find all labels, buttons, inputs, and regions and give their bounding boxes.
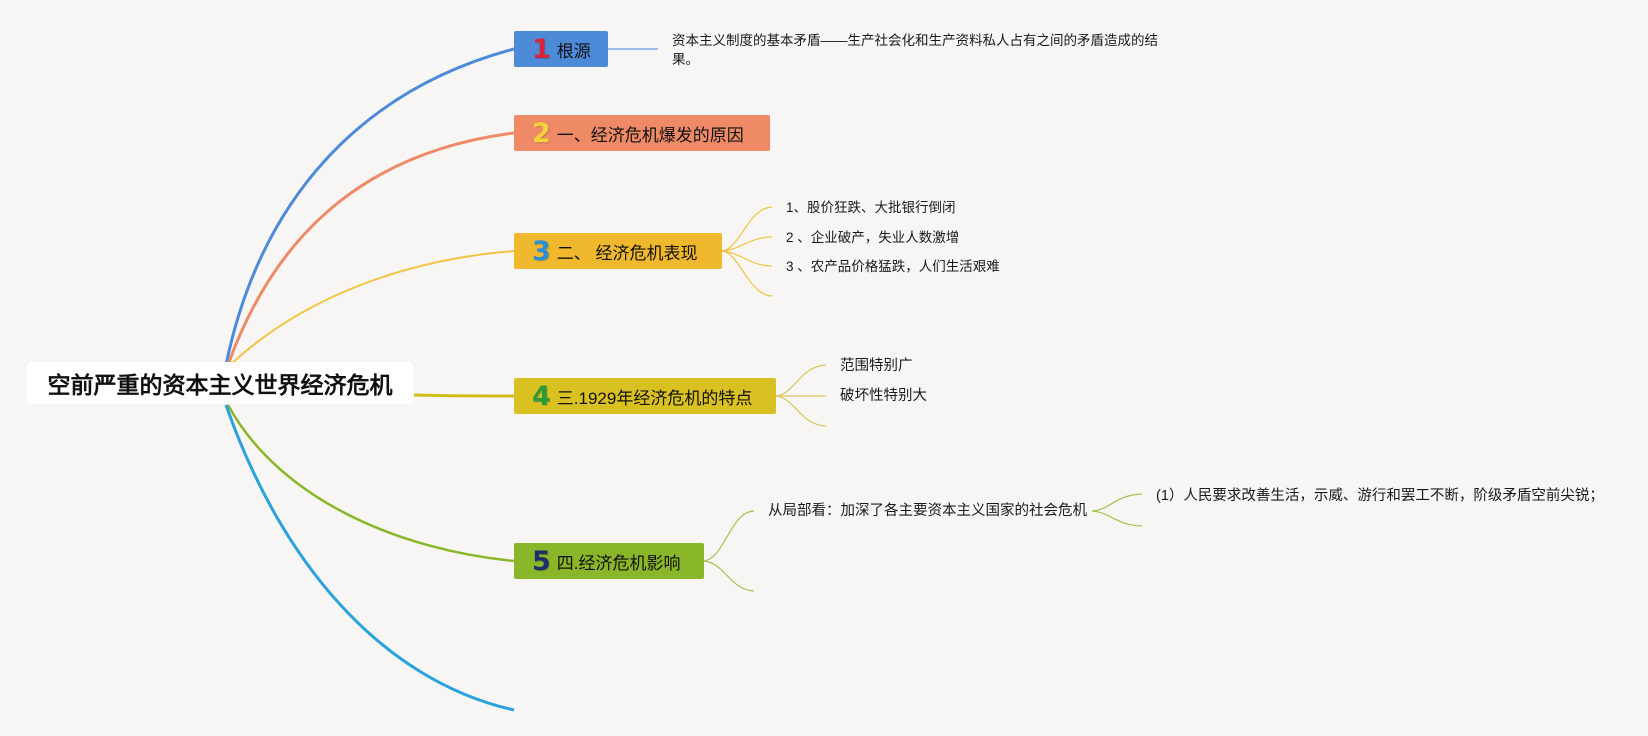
- leaf-impact-local[interactable]: 从局部看：加深了各主要资本主义国家的社会危机: [768, 503, 1087, 519]
- branch-number-3: 3: [532, 235, 551, 267]
- leaf-manifestation-2[interactable]: 2 、企业破产，失业人数激增: [786, 230, 960, 245]
- connector-branch4-leaf3: [775, 395, 827, 427]
- branch-node-4[interactable]: 4 三.1929年经济危机的特点: [514, 378, 776, 414]
- connector-root-branch1: [224, 47, 515, 366]
- leaf-characteristic-2[interactable]: 破坏性特别大: [840, 388, 927, 404]
- branch-node-1[interactable]: 1 根源: [514, 31, 608, 67]
- connector-branch3-leaf1: [721, 206, 773, 252]
- branch-node-2[interactable]: 2 一、经济危机爆发的原因: [514, 115, 770, 151]
- connector-root-branch2: [226, 131, 515, 366]
- branch-label-5: 四.经济危机影响: [556, 553, 681, 573]
- connector-branch3-leaf2: [721, 236, 773, 252]
- leaf-manifestation-1[interactable]: 1、股价狂跌、大批银行倒闭: [786, 200, 956, 215]
- connector-branch5-leaf1: [703, 510, 755, 562]
- leaf-root-cause[interactable]: 资本主义制度的基本矛盾——生产社会化和生产资料私人占有之间的矛盾造成的结果。: [672, 33, 1158, 67]
- branch-node-5[interactable]: 5 四.经济危机影响: [514, 543, 704, 579]
- branch-label-4: 三.1929年经济危机的特点: [556, 388, 753, 408]
- root-title: 空前严重的资本主义世界经济危机: [47, 372, 393, 398]
- connector-root-branch5: [226, 404, 515, 563]
- root-node[interactable]: 空前严重的资本主义世界经济危机: [26, 362, 414, 404]
- connector-root-branch3: [229, 250, 515, 366]
- branch-label-3: 二、 经济危机表现: [556, 243, 698, 263]
- connector-impact-detail1: [1091, 493, 1143, 512]
- branch-label-1: 根源: [556, 41, 591, 61]
- branch-number-2: 2: [532, 117, 551, 149]
- leaf-impact-detail[interactable]: (1）人民要求改善生活，示威、游行和罢工不断，阶级矛盾空前尖锐；: [1156, 488, 1604, 504]
- leaf-manifestation-3[interactable]: 3 、农产品价格猛跌，人们生活艰难: [786, 259, 1000, 274]
- connector-root-branch4: [413, 393, 515, 398]
- connector-impact-detail2: [1091, 510, 1143, 527]
- connector-branch3-leaf4: [721, 250, 773, 297]
- connector-branch5-leaf2: [703, 560, 755, 592]
- branch-number-5: 5: [532, 545, 551, 577]
- branch-node-3[interactable]: 3 二、 经济危机表现: [514, 233, 722, 269]
- leaf-characteristic-1[interactable]: 范围特别广: [840, 358, 913, 374]
- connector-branch3-leaf3: [721, 250, 773, 267]
- branch-label-2: 一、经济危机爆发的原因: [556, 125, 744, 145]
- branch-number-1: 1: [532, 33, 551, 65]
- connector-branch4-leaf1: [775, 364, 827, 397]
- branch-number-4: 4: [532, 380, 551, 412]
- connector-root-extra: [224, 404, 515, 712]
